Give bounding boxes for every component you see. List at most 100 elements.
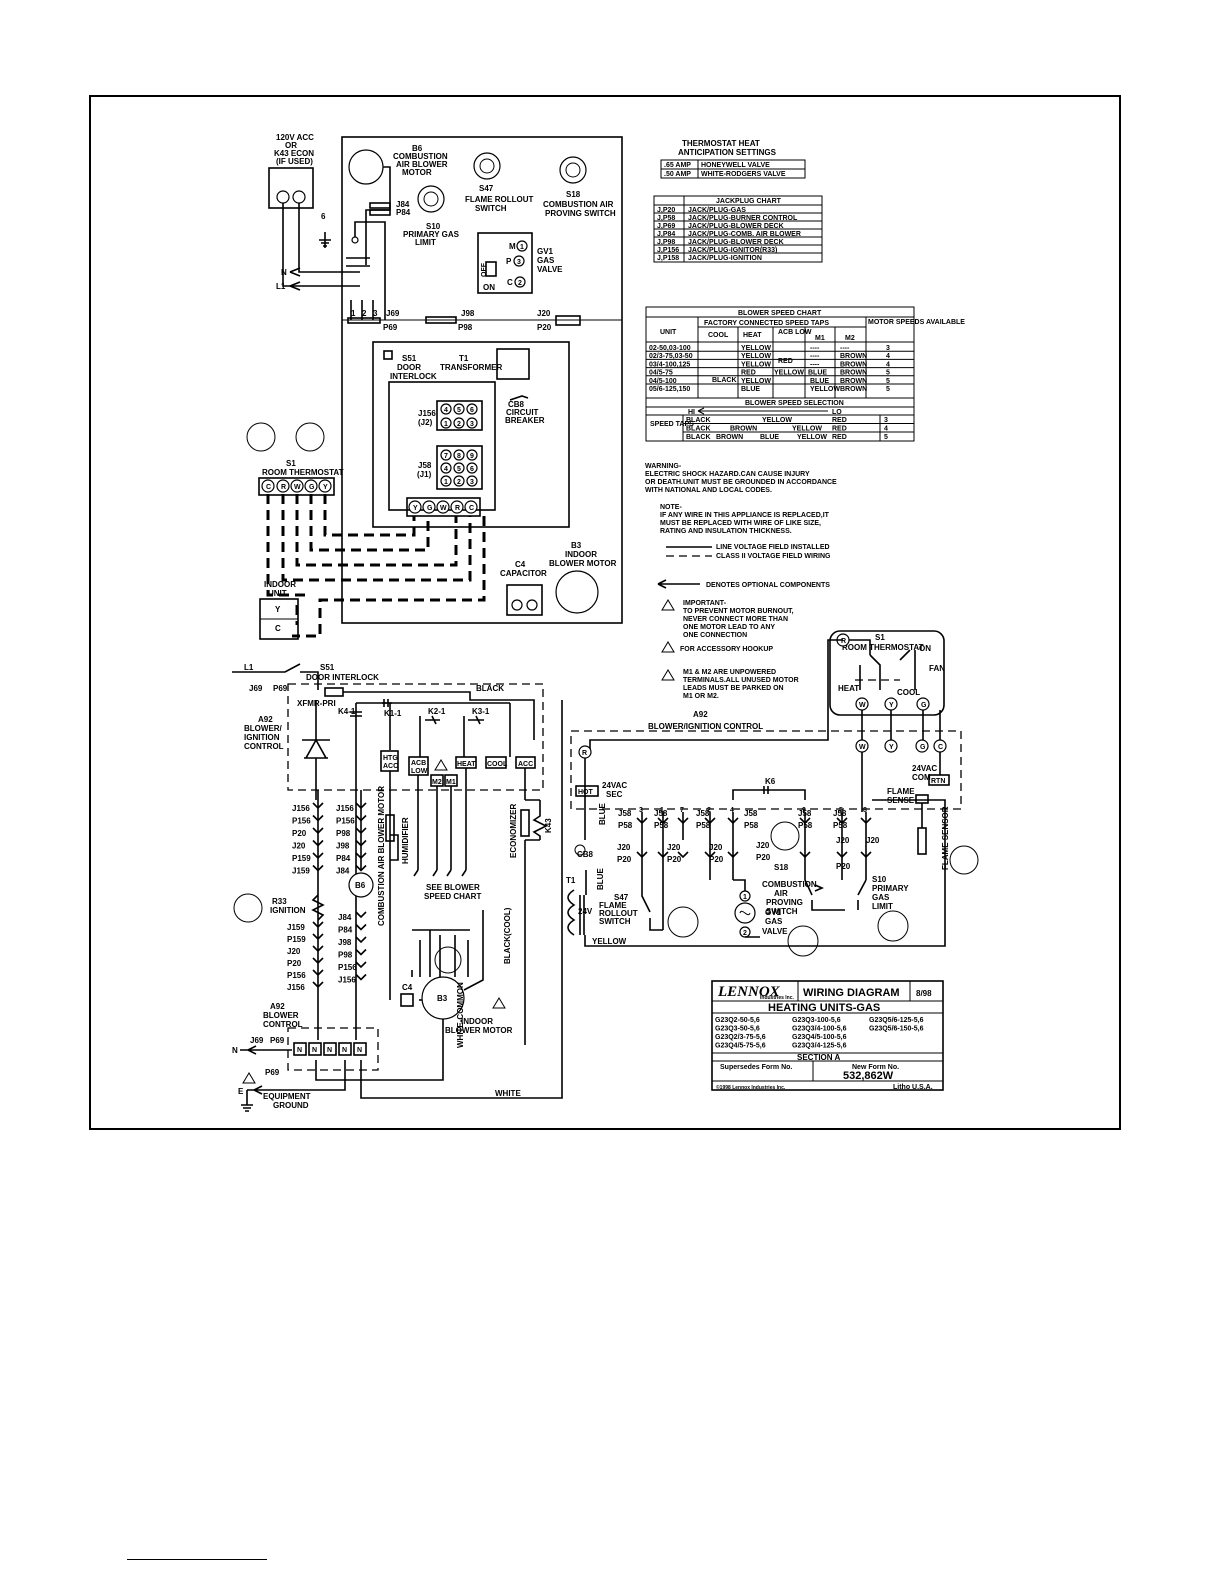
svg-text:1: 1	[444, 479, 448, 486]
indoor-unit-y: Y	[275, 605, 281, 614]
jackplug-id: J,P84	[657, 231, 675, 238]
s18-label-2: COMBUSTION AIR	[543, 200, 614, 209]
svg-text:2: 2	[457, 479, 461, 486]
r-s10-3: GAS	[872, 893, 890, 902]
j20-plug	[555, 315, 581, 326]
ground-terminal	[351, 236, 359, 244]
xfmr-pri	[324, 687, 344, 697]
bl-k1: K1-1	[384, 709, 402, 718]
bl-see-1: SEE BLOWER	[426, 883, 480, 892]
svg-text:Y: Y	[323, 484, 328, 491]
gv1-term-2	[514, 276, 526, 288]
jackplug-desc: JACK/PLUG-COMB. AIR BLOWER	[688, 231, 801, 238]
svg-text:W: W	[859, 702, 866, 709]
svg-text:HEAT: HEAT	[743, 332, 762, 339]
jack-label: P156	[292, 817, 311, 826]
bl-equip-2: GROUND	[273, 1101, 309, 1110]
class-ii-field-wiring	[266, 494, 486, 638]
r-rtn-terminal	[928, 774, 950, 786]
r-wire-r	[589, 639, 843, 752]
r-t1-coil-icon	[567, 889, 576, 936]
svg-text:W: W	[294, 484, 301, 491]
r-s47-4: SWITCH	[599, 917, 631, 926]
svg-text:WHITE-RODGERS VALVE: WHITE-RODGERS VALVE	[701, 171, 786, 178]
bl-s51-2: DOOR INTERLOCK	[306, 673, 379, 682]
jack-label: J20	[292, 842, 306, 851]
svg-text:4: 4	[444, 407, 448, 414]
r-a92-boundary	[570, 730, 962, 810]
pin-2: 2	[362, 309, 367, 318]
model-number: G23Q5/6-150-5,6	[869, 1026, 924, 1033]
jack-label: J156	[338, 976, 356, 985]
jackplug-desc: JACK/PLUG-GAS	[688, 207, 746, 214]
bl-humidifier: HUMIDIFIER	[401, 817, 410, 864]
svg-text:2: 2	[457, 421, 461, 428]
model-number: G23Q2-50-5,6	[715, 1017, 760, 1024]
svg-text:3: 3	[470, 479, 474, 486]
wire-power-n	[298, 203, 360, 273]
speed-tap: BROWN	[730, 426, 757, 433]
bl-p69-2: P69	[270, 1036, 285, 1045]
neutral-terminal-label: N	[342, 1047, 347, 1054]
bl-b6: B6	[355, 881, 366, 890]
indoor-unit-c: C	[275, 624, 281, 633]
r-jack-label: J58	[654, 809, 668, 818]
title-block: LENNOX Industries Inc. WIRING DIAGRAM 8/…	[711, 980, 944, 1091]
r-s10-2: PRIMARY	[872, 884, 909, 893]
jack-chevron-icon	[355, 973, 367, 981]
speed-tap: YELLOW	[762, 417, 792, 424]
neutral-terminal	[323, 1042, 337, 1056]
diagram-frame	[89, 95, 1121, 1130]
blower-m1: ----	[810, 353, 820, 360]
bl-economizer: ECONOMIZER	[509, 804, 518, 858]
jack-chevron-icon	[355, 911, 367, 919]
speed-tap: RED	[832, 417, 847, 424]
r-yellow: YELLOW	[592, 937, 627, 946]
gv1-on: ON	[483, 283, 495, 292]
s47-label-1: S47	[479, 184, 494, 193]
jack-chevron-icon	[355, 864, 367, 872]
svg-text:R: R	[455, 505, 460, 512]
jack-label: P156	[336, 817, 355, 826]
speed-tap: BLACK	[686, 434, 711, 441]
r-flame-sensor-icon	[917, 827, 927, 855]
footer-link-underline[interactable]	[127, 1559, 267, 1560]
r-flame-sense-terminal	[915, 794, 929, 804]
blower-heat: RED	[741, 370, 756, 377]
jack-chevron-icon	[355, 961, 367, 969]
r-s18-switch-icon	[804, 872, 845, 911]
c4-terminal	[526, 599, 538, 611]
class-ii-label: CLASS II VOLTAGE FIELD WIRING	[716, 553, 831, 560]
blower-heat: BLUE	[741, 386, 760, 393]
speed-count: 3	[884, 417, 888, 424]
svg-text:G: G	[921, 702, 927, 709]
bl-a92-2: BLOWER/	[244, 724, 283, 733]
svg-text:G: G	[427, 505, 433, 512]
svg-text:HI: HI	[688, 409, 695, 416]
s47-switch-icon	[473, 152, 501, 180]
bl-acc-term: ACC	[518, 761, 533, 768]
j84-label: J84	[396, 200, 410, 209]
neutral-terminal	[308, 1042, 322, 1056]
bl-j69: J69	[249, 684, 263, 693]
callout-circle	[246, 422, 276, 452]
r-gv1-1: GV1	[765, 908, 782, 917]
blower-unit: 04/5-75	[649, 370, 673, 377]
jack-label: P159	[292, 854, 311, 863]
r-wire-yellow	[584, 799, 946, 947]
speed-tap: RED	[832, 426, 847, 433]
accessory-label: FOR ACCESSORY HOOKUP	[680, 646, 773, 653]
model-number: G23Q5/6-125-5,6	[869, 1017, 924, 1024]
r-pin-number: 9	[802, 807, 806, 814]
brand-sub: Industries Inc.	[760, 995, 795, 1001]
svg-text:Y: Y	[889, 744, 894, 751]
b3-label-3: BLOWER MOTOR	[549, 559, 617, 568]
r-j20-label: J20	[709, 843, 723, 852]
speed-tap: BLACK	[686, 426, 711, 433]
blower-m1: YELLOW	[810, 386, 840, 393]
j20-label: J20	[537, 309, 551, 318]
j58-label-1: J58	[418, 461, 432, 470]
